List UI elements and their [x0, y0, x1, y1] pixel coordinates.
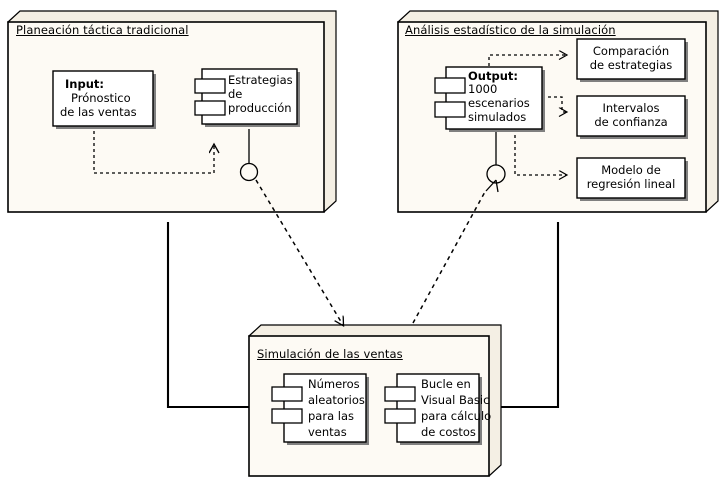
connector-output-to-intervalos [542, 96, 566, 112]
node-output-escenarios[interactable]: Output: 1000 escenarios simulados [446, 67, 542, 129]
estrategias-lollipop-icon [239, 129, 259, 182]
connector-input-to-estrategias [93, 131, 214, 174]
node-numeros-aleatorios-line-0: Números [308, 377, 360, 391]
node-bucle-visual-basic-line-0: Bucle en [421, 377, 471, 391]
node-estrategias-produccion-shape [194, 68, 300, 127]
node-output-escenarios-shape [434, 66, 545, 132]
node-numeros-aleatorios-line-2: para las [308, 409, 355, 423]
connector-output-to-comparacion [488, 55, 566, 72]
package-planeacion-shape [7, 10, 337, 213]
node-comparacion-estrategias-line-1: de estrategias [589, 58, 673, 72]
node-modelo-regresion-shape [576, 157, 688, 201]
connector-output-to-modelo [514, 129, 566, 175]
node-output-escenarios-line-1: 1000 [468, 82, 498, 96]
connector-planeacion-to-simulacion [166, 222, 253, 409]
connector-analisis-to-simulacion [497, 222, 560, 409]
node-intervalos-confianza[interactable]: Intervalos de confianza [577, 96, 685, 136]
node-bucle-visual-basic-line-3: de costos [421, 425, 476, 439]
node-modelo-regresion[interactable]: Modelo de regresión lineal [577, 158, 685, 198]
node-estrategias-produccion-line-0: Estrategias [228, 73, 293, 87]
node-numeros-aleatorios-line-3: ventas [308, 425, 347, 439]
node-comparacion-estrategias-shape [576, 38, 688, 82]
node-bucle-visual-basic-shape [384, 373, 482, 445]
node-bucle-visual-basic[interactable]: Bucle en Visual Basic para cálculo de co… [397, 374, 491, 442]
node-output-escenarios-line-2: escenarios [468, 96, 530, 110]
node-estrategias-produccion-line-2: producción [228, 101, 292, 115]
node-comparacion-estrategias[interactable]: Comparación de estrategias [577, 39, 685, 79]
node-intervalos-confianza-line-0: Intervalos [602, 101, 660, 115]
node-numeros-aleatorios[interactable]: Números aleatorios para las ventas [284, 374, 366, 442]
node-input-pronostico[interactable]: Input: Prónostico de las ventas [53, 71, 153, 126]
output-lollipop-icon [485, 129, 506, 193]
node-comparacion-estrategias-line-0: Comparación [592, 44, 670, 58]
package-title-analisis: Análisis estadístico de la simulación [405, 23, 616, 37]
node-bucle-visual-basic-line-1: Visual Basic [421, 393, 490, 407]
node-input-pronostico-line-2: de las ventas [60, 105, 137, 119]
package-title-simulacion: Simulación de las ventas [257, 347, 403, 361]
node-intervalos-confianza-shape [576, 95, 688, 139]
node-output-escenarios-line-3: simulados [468, 110, 527, 124]
package-title-planeacion: Planeación táctica tradicional [16, 23, 189, 37]
connector-simulacion-to-output [412, 189, 487, 324]
node-numeros-aleatorios-shape [271, 373, 369, 445]
node-output-escenarios-line-0: Output: [468, 69, 518, 83]
node-estrategias-produccion[interactable]: Estrategias de producción [202, 69, 297, 124]
node-bucle-visual-basic-line-2: para cálculo [421, 409, 492, 423]
node-modelo-regresion-line-0: Modelo de [601, 163, 661, 177]
node-intervalos-confianza-line-1: de confianza [594, 115, 668, 129]
node-modelo-regresion-line-1: regresión lineal [586, 177, 676, 191]
node-estrategias-produccion-line-1: de [228, 87, 243, 101]
node-input-pronostico-line-1: Prónostico [71, 91, 131, 105]
node-input-pronostico-shape [52, 70, 156, 129]
node-input-pronostico-line-0: Input: [65, 77, 104, 91]
node-numeros-aleatorios-line-1: aleatorios [308, 393, 365, 407]
